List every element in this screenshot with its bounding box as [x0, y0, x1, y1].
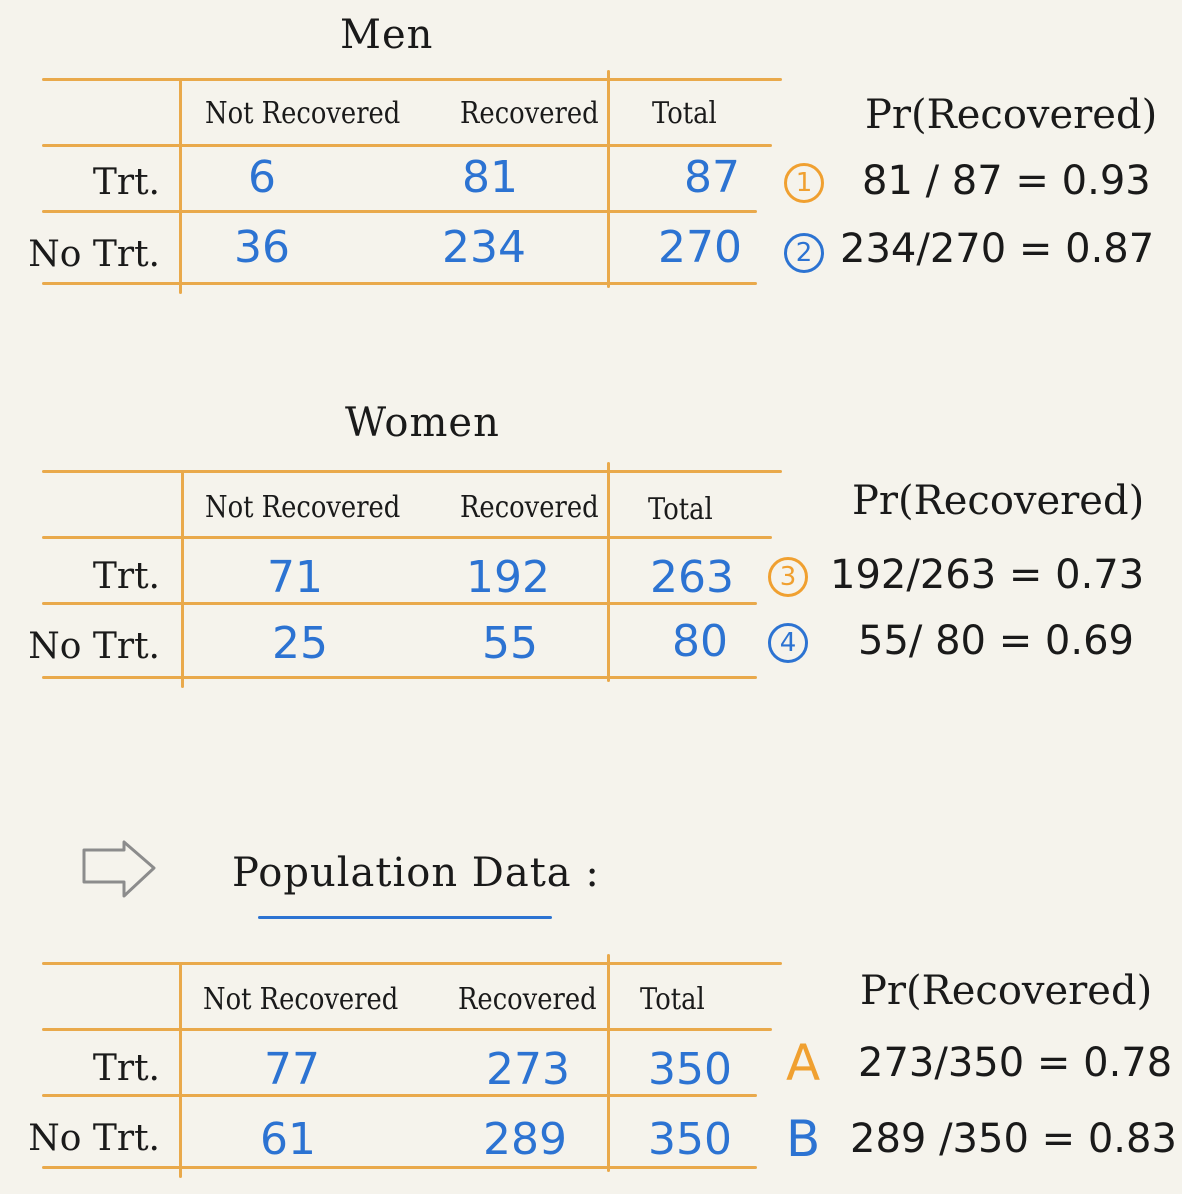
cell-not-recovered: 77: [264, 1044, 320, 1095]
table-line: [607, 462, 610, 682]
table-line: [42, 78, 782, 81]
marker-4-badge: 4: [768, 623, 808, 663]
cell-recovered: 55: [482, 618, 538, 669]
table-line: [42, 962, 782, 965]
marker-1-badge: 1: [784, 163, 824, 203]
column-header: Total: [640, 982, 705, 1017]
table-line: [42, 144, 772, 147]
pr-recovered-header: Pr(Recovered): [860, 968, 1153, 1014]
table-line: [42, 282, 757, 285]
population-title: Population Data :: [232, 850, 600, 896]
cell-total: 350: [648, 1114, 732, 1165]
column-header: Total: [652, 96, 717, 131]
men-title: Men: [340, 12, 434, 58]
cell-recovered: 273: [486, 1044, 570, 1095]
column-header: Recovered: [460, 490, 599, 525]
population-table: Not Recovered Recovered Total Trt. No Tr…: [0, 954, 800, 1194]
title-underline: [258, 916, 552, 919]
table-line: [179, 80, 182, 294]
cell-not-recovered: 25: [272, 618, 328, 669]
table-line: [607, 954, 610, 1172]
calc-b: 289 /350 = 0.83: [850, 1116, 1177, 1162]
column-header: Not Recovered: [205, 96, 401, 131]
marker-b: B: [786, 1110, 821, 1168]
cell-not-recovered: 6: [248, 152, 276, 203]
column-header: Total: [648, 492, 713, 527]
marker-a: A: [786, 1034, 821, 1092]
cell-recovered: 81: [462, 152, 518, 203]
calc-3: 192/263 = 0.73: [830, 552, 1145, 598]
cell-not-recovered: 71: [267, 552, 323, 603]
row-label: Trt.: [92, 556, 160, 597]
women-table: Not Recovered Recovered Total Trt. No Tr…: [0, 462, 800, 702]
column-header: Recovered: [460, 96, 599, 131]
cell-total: 87: [684, 152, 740, 203]
cell-recovered: 234: [442, 222, 526, 273]
row-label: No Trt.: [28, 626, 160, 667]
marker-2-badge: 2: [784, 233, 824, 273]
column-header: Recovered: [458, 982, 597, 1017]
row-label: Trt.: [92, 162, 160, 203]
table-line: [42, 1094, 757, 1097]
calc-a: 273/350 = 0.78: [858, 1040, 1173, 1086]
table-line: [42, 676, 757, 679]
table-line: [179, 964, 182, 1178]
column-header: Not Recovered: [205, 490, 401, 525]
table-line: [42, 602, 757, 605]
calc-2: 234/270 = 0.87: [840, 226, 1155, 272]
column-header: Not Recovered: [203, 982, 399, 1017]
row-label: No Trt.: [28, 1118, 160, 1159]
cell-not-recovered: 61: [260, 1114, 316, 1165]
calc-4: 55/ 80 = 0.69: [858, 618, 1134, 664]
table-line: [42, 470, 782, 473]
table-line: [42, 536, 772, 539]
cell-total: 270: [658, 222, 742, 273]
row-label: Trt.: [92, 1048, 160, 1089]
table-line: [42, 1166, 757, 1169]
marker-3-badge: 3: [768, 557, 808, 597]
pr-recovered-header: Pr(Recovered): [865, 92, 1158, 138]
cell-total: 80: [672, 616, 728, 667]
table-line: [42, 210, 757, 213]
table-line: [181, 472, 184, 688]
men-table: Not Recovered Recovered Total Trt. No Tr…: [0, 70, 800, 310]
women-title: Women: [345, 400, 500, 446]
table-line: [607, 70, 610, 288]
row-label: No Trt.: [28, 234, 160, 275]
cell-recovered: 192: [466, 552, 550, 603]
cell-not-recovered: 36: [234, 222, 290, 273]
table-line: [42, 1028, 772, 1031]
hollow-arrow-right-icon: [80, 836, 160, 910]
pr-recovered-header: Pr(Recovered): [852, 478, 1145, 524]
calc-1: 81 / 87 = 0.93: [862, 158, 1151, 204]
cell-total: 350: [648, 1044, 732, 1095]
cell-recovered: 289: [483, 1114, 567, 1165]
cell-total: 263: [650, 552, 734, 603]
